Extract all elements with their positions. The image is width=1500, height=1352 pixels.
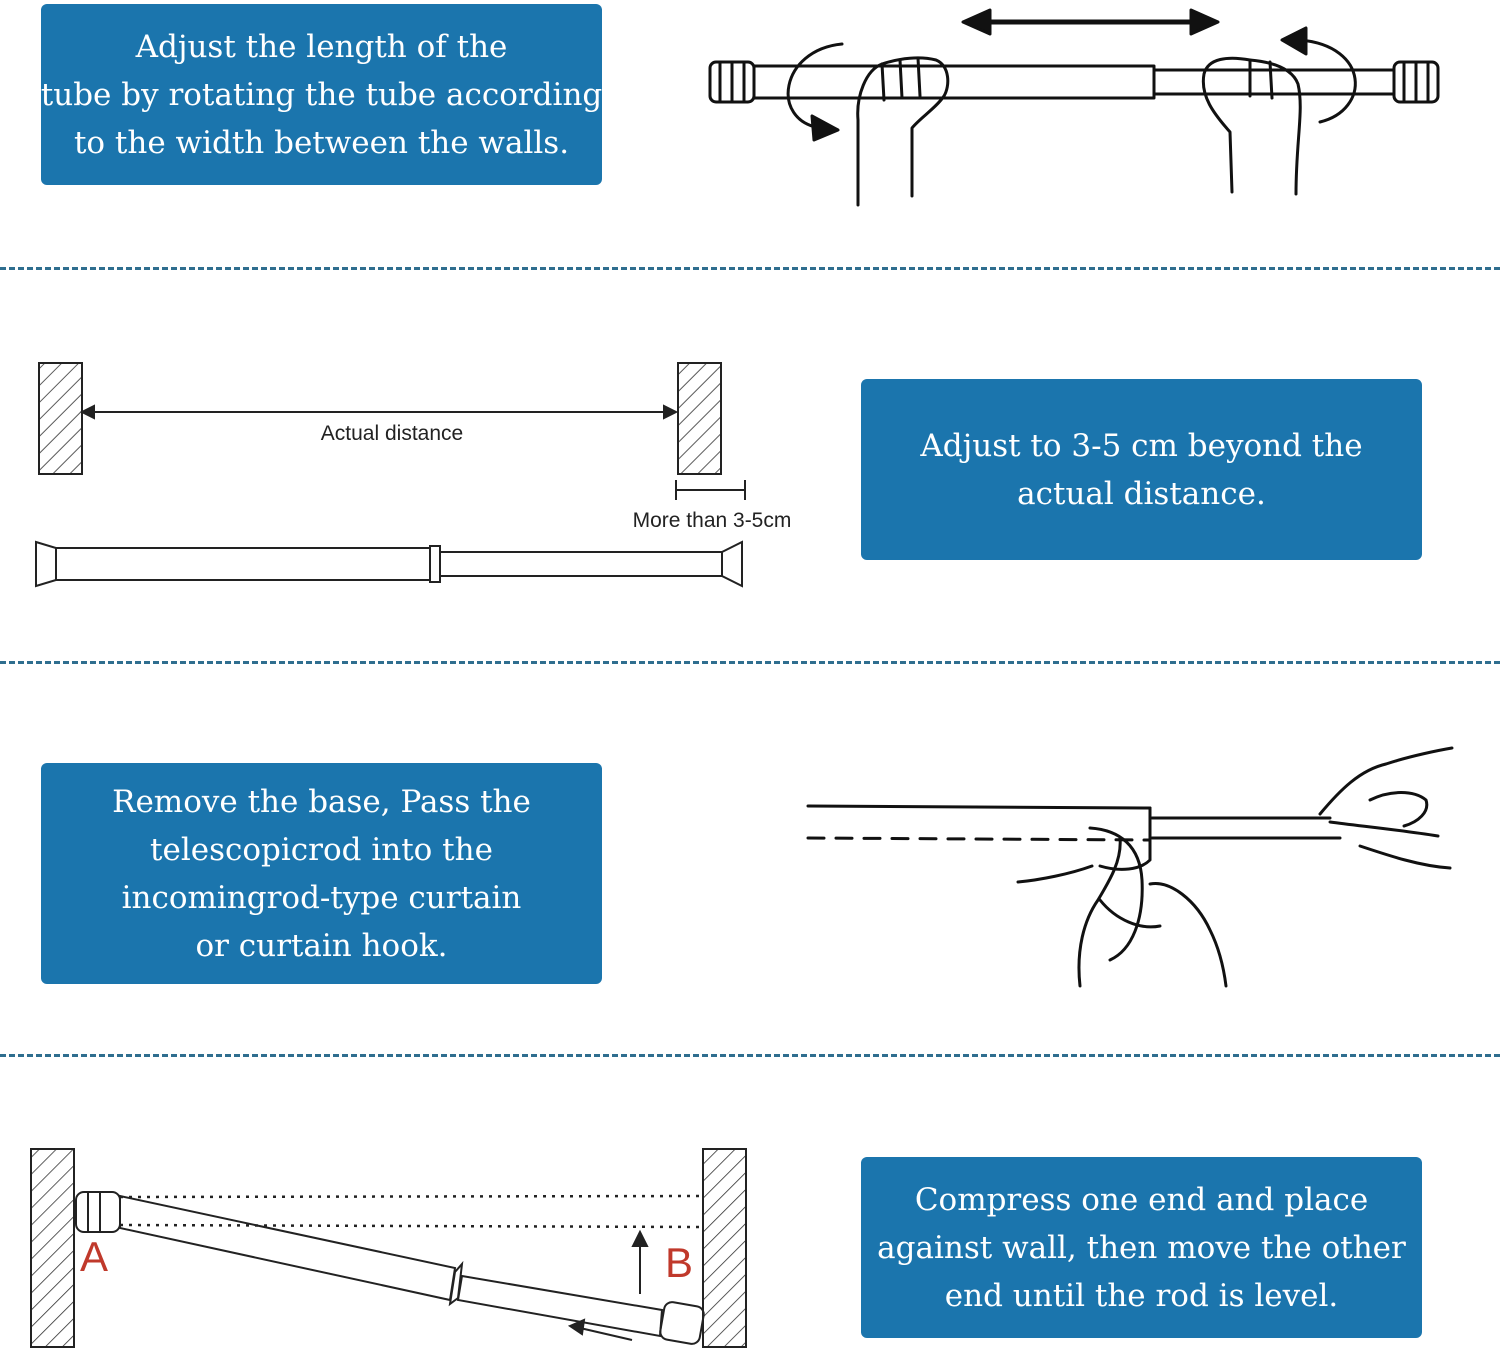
step-2-box: Adjust to 3-5 cm beyond the actual dista… (861, 379, 1422, 560)
thread-curtain-illustration (806, 746, 1454, 988)
section-divider-3 (0, 1054, 1500, 1057)
step-4-text: Compress one end and place against wall,… (877, 1181, 1406, 1314)
step-4-box: Compress one end and place against wall,… (861, 1157, 1422, 1338)
section-divider-1 (0, 267, 1500, 270)
step-2-text: Adjust to 3-5 cm beyond the actual dista… (920, 427, 1363, 512)
step-3-text: Remove the base, Pass the telescopicrod … (112, 783, 531, 964)
extra-length-label: More than 3-5cm (633, 509, 792, 532)
step-3-box: Remove the base, Pass the telescopicrod … (41, 763, 602, 984)
section-divider-2 (0, 661, 1500, 664)
step-1-box: Adjust the length of the tube by rotatin… (41, 4, 602, 185)
label-a: A (80, 1233, 108, 1280)
label-b: B (665, 1239, 693, 1286)
rotate-rod-illustration (708, 8, 1440, 207)
actual-distance-label: Actual distance (321, 422, 463, 445)
measure-distance-illustration: Actual distance More than 3-5cm (35, 362, 792, 588)
step-1-text: Adjust the length of the tube by rotatin… (40, 28, 603, 161)
